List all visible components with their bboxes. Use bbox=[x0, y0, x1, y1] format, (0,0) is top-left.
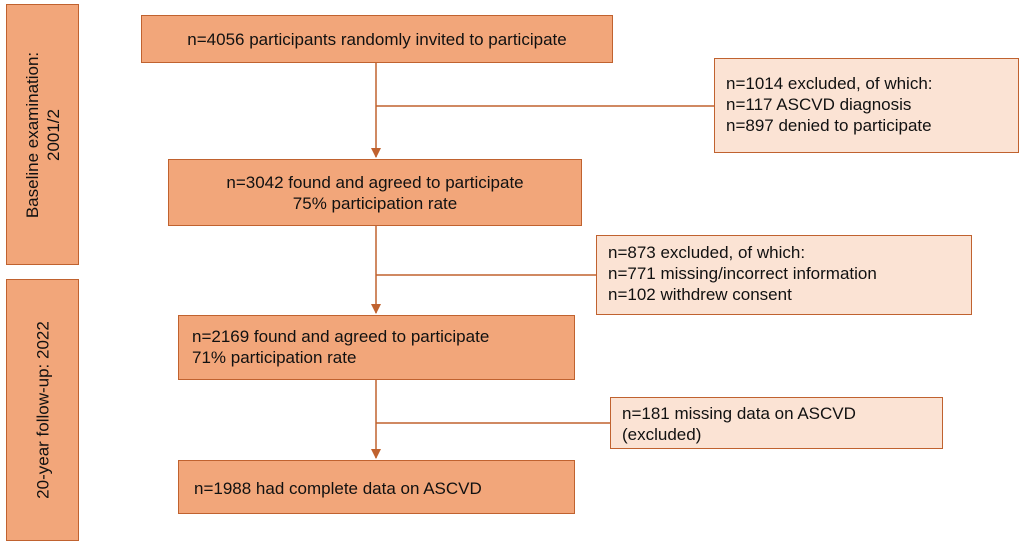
exclusion-box-missing-ascvd-line-1: n=181 missing data on ASCVD bbox=[622, 404, 856, 423]
flow-step-agreed-baseline-line-2: 75% participation rate bbox=[292, 194, 458, 213]
exclusion-box-followup: n=873 excluded, of which: n=771 missing/… bbox=[596, 235, 972, 315]
exclusion-box-followup-line-1: n=873 excluded, of which: bbox=[608, 243, 806, 262]
flow-step-invited: n=4056 participants randomly invited to … bbox=[141, 15, 613, 63]
exclusion-box-baseline-line-3: n=897 denied to participate bbox=[726, 116, 932, 135]
flow-step-complete-data-line-1: n=1988 had complete data on ASCVD bbox=[194, 479, 482, 498]
phase-followup: 20-year follow-up: 2022 bbox=[6, 279, 79, 541]
flow-step-agreed-followup-line-1: n=2169 found and agreed to participate bbox=[192, 327, 490, 346]
exclusion-box-followup-line-2: n=771 missing/incorrect information bbox=[608, 264, 877, 283]
flow-step-agreed-followup: n=2169 found and agreed to participate 7… bbox=[178, 315, 575, 380]
exclusion-box-baseline-line-2: n=117 ASCVD diagnosis bbox=[726, 95, 912, 114]
flow-step-complete-data: n=1988 had complete data on ASCVD bbox=[178, 460, 575, 514]
exclusion-box-missing-ascvd-line-2: (excluded) bbox=[622, 425, 702, 444]
flow-step-invited-line-1: n=4056 participants randomly invited to … bbox=[187, 30, 567, 49]
phase-baseline: Baseline examination: 2001/2 bbox=[6, 4, 79, 265]
exclusion-box-baseline: n=1014 excluded, of which: n=117 ASCVD d… bbox=[714, 58, 1019, 153]
flow-step-agreed-followup-line-2: 71% participation rate bbox=[192, 348, 357, 367]
exclusion-box-missing-ascvd: n=181 missing data on ASCVD (excluded) bbox=[610, 397, 943, 449]
exclusion-box-baseline-line-1: n=1014 excluded, of which: bbox=[726, 74, 933, 93]
exclusion-box-followup-line-3: n=102 withdrew consent bbox=[608, 285, 792, 304]
flow-step-agreed-baseline: n=3042 found and agreed to participate 7… bbox=[168, 159, 582, 226]
flow-step-agreed-baseline-line-1: n=3042 found and agreed to participate bbox=[226, 173, 524, 192]
